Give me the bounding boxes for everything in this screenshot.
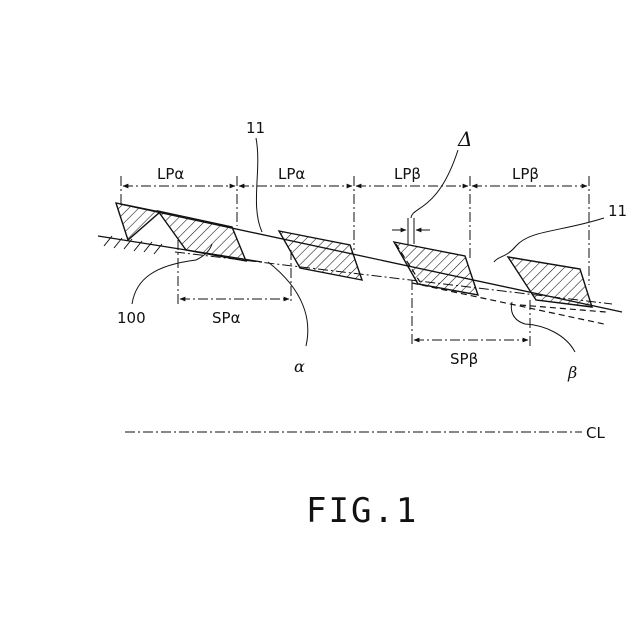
leader-11-right [494, 218, 604, 262]
label-lp-alpha-2: LPα [278, 165, 305, 183]
leader-11-left [256, 138, 262, 232]
label-alpha: α [294, 357, 305, 376]
label-beta: β [567, 363, 577, 382]
label-ref-100: 100 [117, 309, 146, 327]
label-lp-alpha-1: LPα [157, 165, 184, 183]
label-lp-beta-1: LPβ [394, 165, 421, 183]
label-ref-11-right: 11 [608, 202, 627, 220]
label-delta: Δ [457, 127, 472, 151]
end-block [116, 203, 160, 240]
figure-caption: FIG.1 [306, 491, 418, 531]
label-sp-beta: SPβ [450, 350, 478, 368]
label-sp-alpha: SPα [212, 309, 241, 327]
label-ref-11-left: 11 [246, 119, 265, 137]
label-cl: CL [586, 424, 605, 442]
leader-alpha [268, 262, 308, 346]
block-beta-2 [508, 257, 592, 307]
label-lp-beta-2: LPβ [512, 165, 539, 183]
leader-beta [511, 302, 575, 352]
block-alpha-1 [158, 211, 246, 261]
block-beta-1 [394, 242, 478, 295]
